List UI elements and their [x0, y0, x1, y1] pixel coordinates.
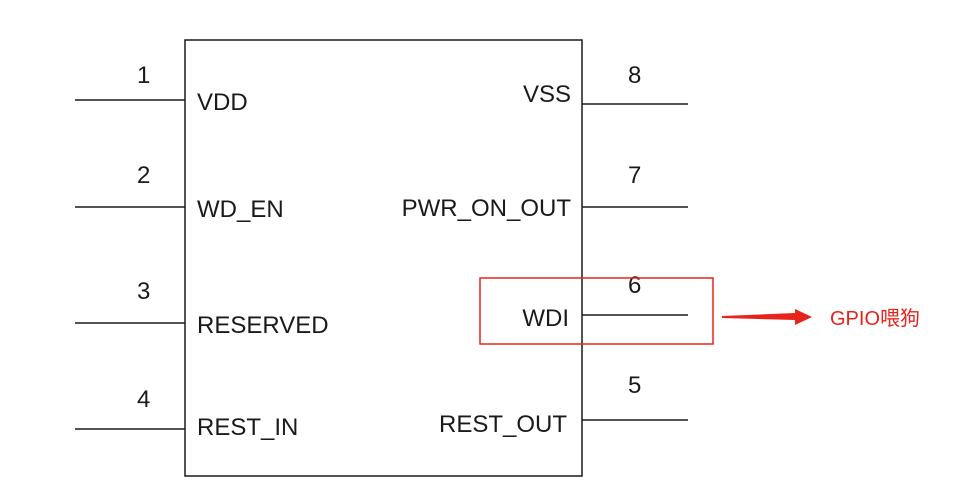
pin-2-label: WD_EN — [197, 196, 284, 223]
wdi-highlight-box — [479, 277, 714, 345]
pin-3-number: 3 — [137, 278, 150, 305]
pin-7-label: PWR_ON_OUT — [402, 195, 572, 222]
pin-4-label: REST_IN — [197, 414, 298, 441]
pin-3-label: RESERVED — [197, 312, 329, 339]
pin-6-number: 6 — [628, 272, 641, 299]
pin-5-number: 5 — [628, 372, 641, 399]
pin-1-label: VDD — [197, 89, 248, 116]
pin-4-number: 4 — [137, 386, 150, 413]
pin-7-number: 7 — [628, 162, 641, 189]
pin-1-number: 1 — [137, 62, 150, 89]
callout-arrow-icon — [722, 309, 812, 325]
pin-5-label: REST_OUT — [439, 411, 567, 438]
gpio-callout-text: GPIO喂狗 — [830, 307, 920, 330]
pin-6-label: WDI — [522, 305, 569, 332]
pin-2-number: 2 — [137, 162, 150, 189]
chip-body — [184, 39, 583, 477]
pin-8-label: VSS — [523, 81, 571, 108]
pin-8-number: 8 — [628, 62, 641, 89]
